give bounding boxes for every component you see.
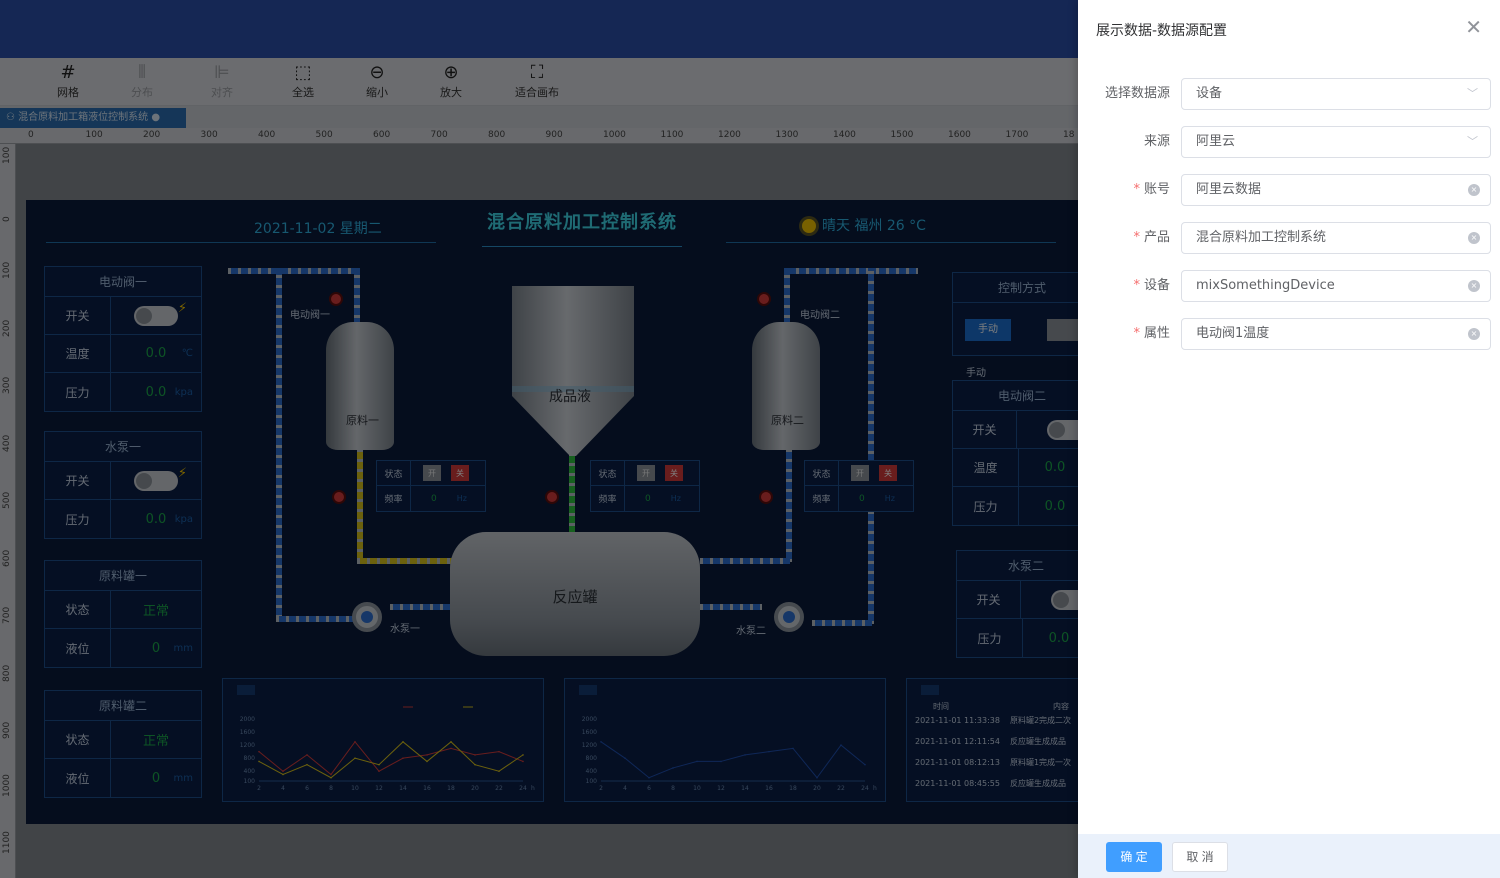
field-source: 来源 阿里云﹀	[1078, 126, 1500, 158]
clear-icon[interactable]: ×	[1468, 184, 1480, 196]
confirm-button[interactable]: 确 定	[1106, 842, 1162, 872]
property-select[interactable]: 电动阀1温度×	[1181, 318, 1491, 350]
modal-overlay[interactable]	[0, 0, 1078, 878]
field-device: *设备 mixSomethingDevice×	[1078, 270, 1500, 302]
chevron-down-icon: ﹀	[1467, 135, 1478, 148]
device-select[interactable]: mixSomethingDevice×	[1181, 270, 1491, 302]
product-select[interactable]: 混合原料加工控制系统×	[1181, 222, 1491, 254]
close-icon[interactable]: ✕	[1465, 15, 1482, 39]
account-select[interactable]: 阿里云数据×	[1181, 174, 1491, 206]
drawer-footer: 确 定 取 消	[1078, 834, 1500, 878]
field-datasource: 选择数据源 设备﹀	[1078, 78, 1500, 110]
field-product: *产品 混合原料加工控制系统×	[1078, 222, 1500, 254]
chevron-down-icon: ﹀	[1467, 87, 1478, 100]
datasource-select[interactable]: 设备﹀	[1181, 78, 1491, 110]
drawer-title: 展示数据-数据源配置	[1096, 23, 1228, 39]
clear-icon[interactable]: ×	[1468, 232, 1480, 244]
cancel-button[interactable]: 取 消	[1172, 842, 1228, 872]
clear-icon[interactable]: ×	[1468, 328, 1480, 340]
source-select[interactable]: 阿里云﹀	[1181, 126, 1491, 158]
datasource-config-drawer: 展示数据-数据源配置 ✕ 选择数据源 设备﹀ 来源 阿里云﹀ *账号 阿里云数据…	[1078, 0, 1500, 878]
clear-icon[interactable]: ×	[1468, 280, 1480, 292]
field-property: *属性 电动阀1温度×	[1078, 318, 1500, 350]
field-account: *账号 阿里云数据×	[1078, 174, 1500, 206]
